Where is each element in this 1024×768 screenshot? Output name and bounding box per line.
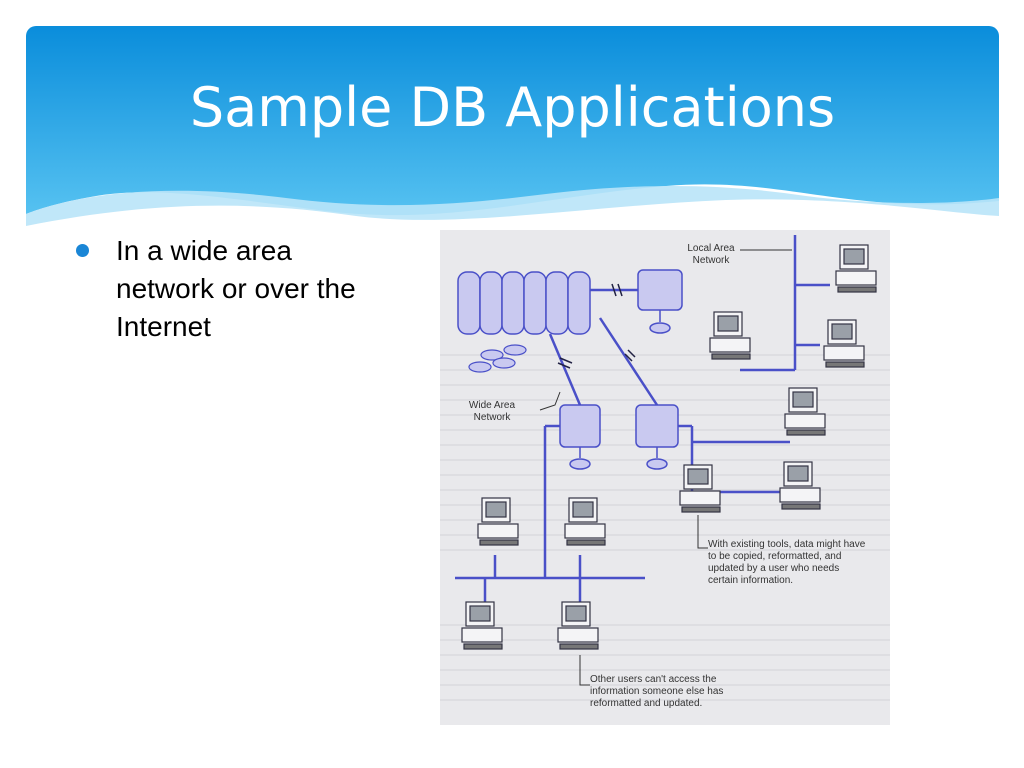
network-diagram-drawing: [440, 235, 890, 701]
wan-breaks: [557, 283, 636, 369]
server-node-icon: [637, 269, 683, 334]
header-banner: [26, 26, 999, 226]
note-other-users: Other users can't access the information…: [590, 674, 724, 709]
slide-title: Sample DB Applications: [189, 76, 836, 139]
server-node-icon: [559, 404, 679, 470]
wan-label: Wide Area Network: [468, 400, 516, 423]
workstation-icons: [461, 244, 877, 650]
network-diagram: Local Area Network Wide Area Network Wit…: [440, 230, 890, 725]
mainframe-icon: [457, 271, 591, 335]
note-existing-tools: With existing tools, data might have to …: [708, 539, 866, 586]
callout-lines: [539, 249, 792, 686]
bullet-dot-icon: [76, 244, 89, 257]
lan-label: Local Area Network: [687, 243, 735, 266]
slide-header: Sample DB Applications: [26, 26, 999, 226]
bullet-item: In a wide area network or over the Inter…: [116, 235, 356, 342]
database-disks-icon: [468, 344, 527, 373]
network-links: [455, 235, 830, 602]
